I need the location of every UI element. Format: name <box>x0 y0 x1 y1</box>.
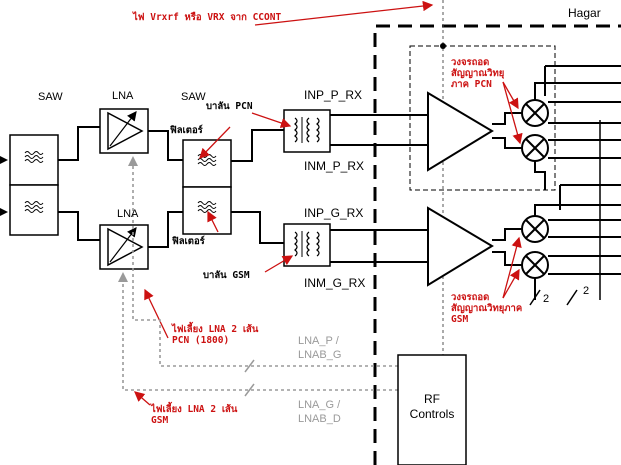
rf-controls-label: RF Controls <box>409 392 455 421</box>
mixer-gsm-i <box>521 215 549 243</box>
saw-mid-label: SAW <box>181 91 206 103</box>
hagar-label: Hagar <box>568 6 601 20</box>
rf-controls-block <box>397 354 467 465</box>
inp-p-rx-label: INP_P_RX <box>304 88 363 102</box>
mixer-pcn-q <box>521 134 549 162</box>
lna-gsm-feed-note: ไฟเลี้ยง LNA 2 เส้น GSM <box>151 404 238 426</box>
filter-top-label: ฟิลเตอร์ <box>170 125 203 136</box>
saw-filter-left <box>0 134 59 236</box>
inp-g-rx-label: INP_G_RX <box>304 206 364 220</box>
top-note: ไฟ Vrxrf หรือ VRX จาก CCONT <box>133 12 282 23</box>
saw-filter-mid <box>182 139 232 235</box>
pcn-mixer-note: วงจรถอด สัญญาณวิทยุ ภาค PCN <box>451 57 505 90</box>
gsm-mixer-note: วงจรถอด สัญญาณวิทยุภาค GSM <box>451 292 523 325</box>
lna-pcn <box>99 108 149 154</box>
saw-left-label: SAW <box>38 91 63 103</box>
bus-width-label-left: 2 <box>543 293 550 305</box>
lnap-signal-label: LNA_P / LNAB_G <box>298 335 342 362</box>
lna-gsm <box>99 224 149 270</box>
bus-width-label-right: 2 <box>583 285 590 297</box>
amp-pcn <box>427 91 494 172</box>
lnag-signal-label: LNA_G / LNAB_D <box>298 399 341 426</box>
inm-g-rx-label: INM_G_RX <box>304 276 366 290</box>
mixer-pcn-i <box>521 99 549 127</box>
inm-p-rx-label: INM_P_RX <box>304 159 365 173</box>
balun-pcn-label: บาลัน PCN <box>206 101 253 112</box>
amp-gsm <box>427 206 494 287</box>
lna-pcn-bias-line <box>132 162 398 367</box>
balun-gsm-label: บาลัน GSM <box>203 270 250 281</box>
mixer-gsm-q <box>521 251 549 279</box>
lna-top-label: LNA <box>112 90 134 102</box>
balun-pcn <box>283 109 331 153</box>
filter-bottom-label: ฟิลเตอร์ <box>172 236 205 247</box>
lna-bottom-label: LNA <box>117 208 139 220</box>
lna-gsm-bias-line <box>122 278 398 391</box>
balun-gsm <box>283 223 331 267</box>
lna-pcn-feed-note: ไฟเลี้ยง LNA 2 เส้น PCN (1800) <box>172 324 259 346</box>
hagar-chip-boundary <box>373 24 621 465</box>
pcn-mixer-group-box <box>409 45 556 191</box>
